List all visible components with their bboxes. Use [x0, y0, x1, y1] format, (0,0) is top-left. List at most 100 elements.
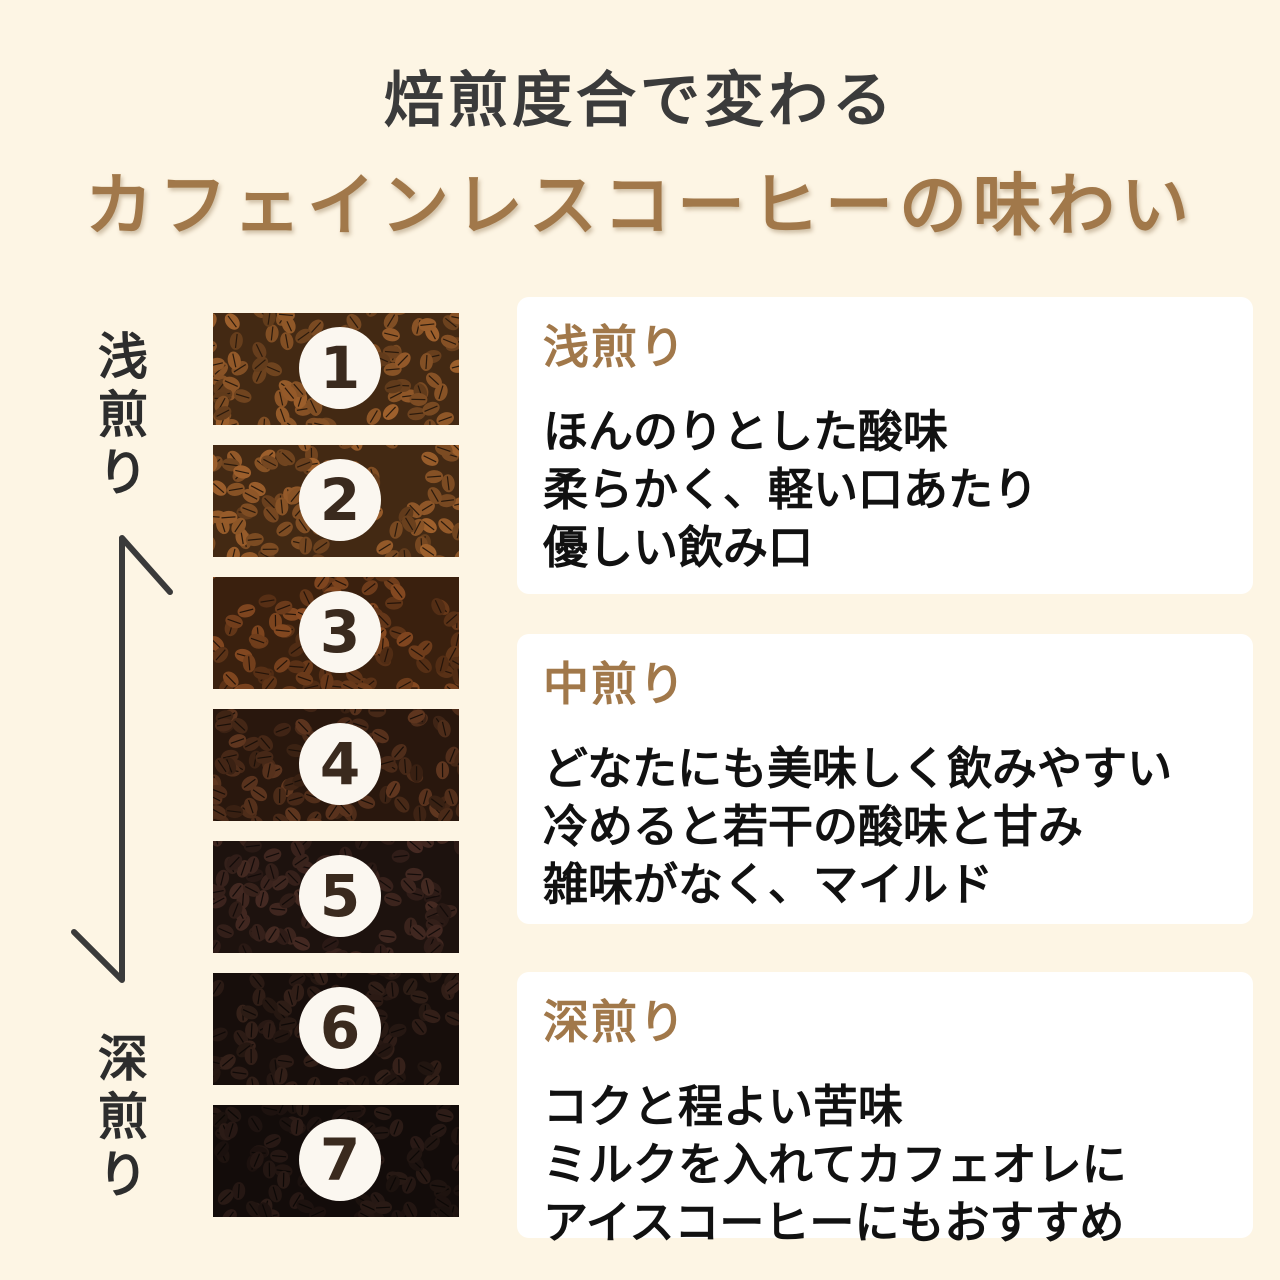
coffee-bean-crease	[398, 634, 411, 644]
coffee-bean-crease	[353, 722, 367, 728]
coffee-bean-crease	[439, 657, 445, 672]
coffee-bean-crease	[291, 1105, 294, 1112]
coffee-bean-crease	[446, 476, 450, 491]
coffee-bean-crease	[413, 520, 422, 534]
coffee-bean-crease	[343, 709, 351, 712]
coffee-bean-crease	[213, 941, 218, 953]
coffee-bean-crease	[422, 520, 435, 531]
coffee-bean-crease	[346, 1110, 361, 1113]
coffee-bean-crease	[230, 738, 245, 744]
coffee-bean-crease	[287, 991, 294, 1005]
coffee-bean-crease	[340, 973, 343, 977]
coffee-bean-crease	[403, 550, 406, 557]
roast-tile-3: 3	[213, 577, 459, 689]
coffee-bean-crease	[278, 313, 293, 317]
coffee-bean-crease	[410, 648, 423, 658]
coffee-bean-crease	[274, 1032, 289, 1040]
coffee-bean-crease	[248, 656, 251, 671]
coffee-bean-crease	[224, 1211, 234, 1217]
coffee-bean-crease	[378, 614, 389, 626]
coffee-bean	[355, 683, 374, 689]
roast-number-badge: 1	[299, 327, 381, 409]
coffee-bean-crease	[379, 760, 394, 766]
coffee-bean-crease	[314, 422, 328, 425]
coffee-bean-crease	[276, 604, 291, 611]
coffee-bean-crease	[274, 878, 287, 888]
coffee-bean-crease	[434, 600, 442, 614]
coffee-bean-crease	[348, 672, 361, 681]
coffee-bean-crease	[306, 973, 314, 976]
coffee-bean-crease	[214, 1114, 226, 1126]
coffee-bean-crease	[218, 927, 232, 935]
coffee-bean-crease	[228, 1123, 234, 1138]
coffee-bean	[453, 841, 459, 855]
coffee-bean-crease	[242, 507, 256, 514]
coffee-bean-crease	[389, 391, 403, 399]
coffee-bean-crease	[278, 524, 291, 534]
coffee-bean-crease	[420, 841, 432, 846]
coffee-bean-crease	[251, 1117, 260, 1131]
coffee-bean-crease	[321, 577, 335, 579]
coffee-bean-crease	[394, 746, 405, 758]
coffee-bean-crease	[262, 418, 266, 425]
coffee-bean-crease	[278, 1105, 286, 1114]
coffee-bean-crease	[235, 393, 250, 399]
coffee-bean-crease	[324, 675, 329, 689]
coffee-bean-crease	[227, 315, 237, 328]
coffee-bean-crease	[213, 889, 224, 894]
card-line: アイスコーヒーにもおすすめ	[543, 1196, 1125, 1249]
coffee-bean-crease	[426, 1075, 438, 1085]
coffee-bean-crease	[240, 862, 247, 876]
coffee-bean-crease	[393, 586, 403, 598]
coffee-bean-crease	[279, 408, 286, 423]
coffee-bean-crease	[429, 944, 441, 953]
coffee-bean-crease	[234, 519, 244, 533]
coffee-bean-crease	[255, 671, 270, 675]
coffee-bean-crease	[393, 854, 408, 858]
coffee-bean-crease	[264, 497, 275, 509]
coffee-bean-crease	[445, 317, 457, 328]
medium-roast-card: 中煎り どなたにも美味しく飲みやすい 冷めると若干の酸味と甘み 雑味がなく、マイ…	[517, 634, 1253, 924]
coffee-bean-crease	[397, 354, 409, 366]
coffee-bean-crease	[213, 818, 228, 821]
coffee-bean-crease	[259, 892, 265, 906]
coffee-bean-crease	[281, 452, 293, 463]
coffee-bean-crease	[422, 547, 435, 556]
page-title-line2: カフェインレスコーヒーの味わい	[84, 167, 1195, 246]
coffee-bean-crease	[242, 1009, 257, 1016]
coffee-bean-crease	[412, 994, 427, 1000]
coffee-bean-crease	[278, 1059, 293, 1063]
coffee-bean-crease	[369, 410, 378, 423]
coffee-bean-crease	[445, 613, 458, 625]
coffee-bean-crease	[257, 990, 261, 1005]
coffee-bean-crease	[216, 409, 230, 417]
coffee-bean-crease	[440, 809, 451, 821]
coffee-bean	[423, 419, 437, 425]
coffee-bean	[374, 577, 393, 582]
coffee-bean-crease	[409, 1150, 420, 1161]
coffee-bean-crease	[217, 759, 227, 773]
coffee-beans-image	[213, 1105, 459, 1217]
coffee-bean-crease	[254, 313, 265, 316]
coffee-bean-crease	[317, 577, 327, 588]
coffee-bean-crease	[436, 1198, 450, 1208]
coffee-bean-crease	[407, 873, 422, 876]
coffee-bean-crease	[310, 1209, 325, 1217]
coffee-bean-crease	[276, 659, 288, 671]
coffee-bean-crease	[428, 927, 441, 937]
coffee-bean-crease	[389, 783, 397, 796]
coffee-bean-crease	[304, 684, 319, 689]
coffee-bean-crease	[363, 582, 376, 593]
coffee-bean-crease	[425, 895, 440, 900]
coffee-bean-crease	[360, 1212, 373, 1217]
coffee-bean-crease	[290, 644, 303, 654]
coffee-bean-crease	[223, 463, 238, 467]
coffee-bean-crease	[386, 384, 401, 390]
coffee-bean-crease	[448, 790, 454, 805]
coffee-bean-crease	[266, 508, 277, 521]
coffee-bean-crease	[227, 1109, 239, 1120]
coffee-bean-crease	[427, 475, 442, 478]
coffee-bean-crease	[290, 490, 301, 503]
coffee-bean-crease	[396, 798, 407, 811]
coffee-bean-crease	[387, 602, 402, 605]
